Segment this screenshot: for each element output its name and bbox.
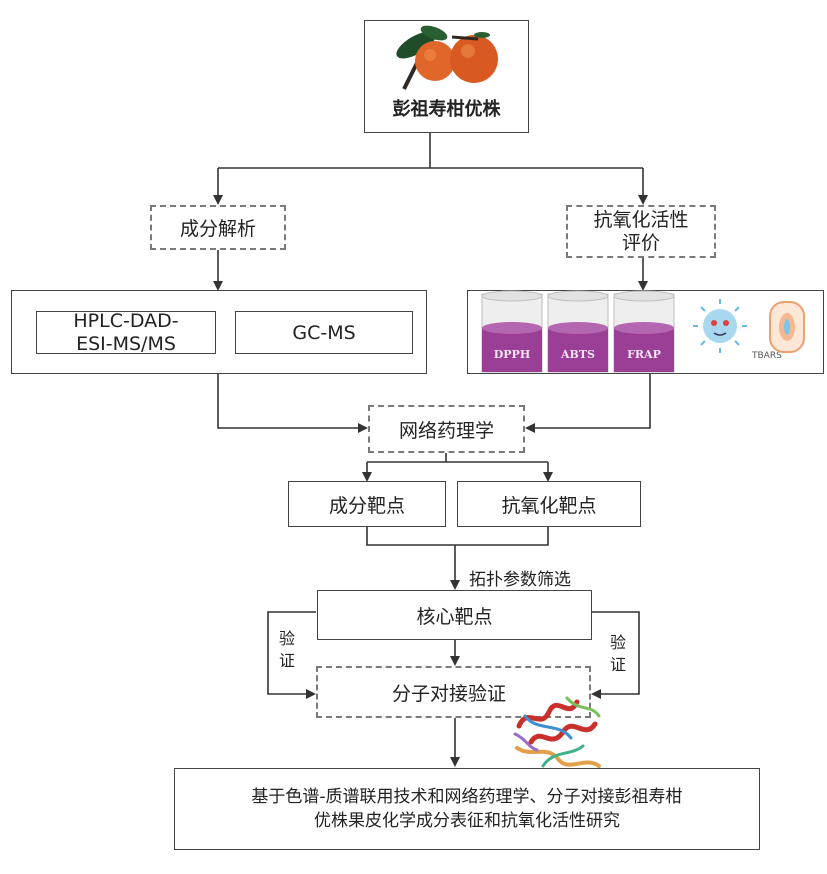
frap-label: FRAP <box>627 348 661 361</box>
tbars-virus-icon <box>693 299 747 353</box>
verify-left-label: 验 证 <box>278 629 295 670</box>
hplc-method-box: HPLC-DAD- ESI-MS/MS <box>36 311 216 354</box>
core-targets-label: 核心靶点 <box>416 605 493 628</box>
dpph-label: DPPH <box>494 348 530 361</box>
network-pharmacology-label: 网络药理学 <box>398 419 494 442</box>
component-targets-label: 成分靶点 <box>328 494 405 517</box>
component-analysis-box: 成分解析 <box>150 205 286 250</box>
source-plant-box: 彭祖寿柑优株 <box>364 20 529 133</box>
topology-screening-label: 拓扑参数筛选 <box>469 570 571 590</box>
antioxidant-evaluation-line1: 抗氧化活性 <box>593 208 689 231</box>
antioxidant-evaluation-line2: 评价 <box>621 231 660 254</box>
core-targets-box: 核心靶点 <box>317 590 592 640</box>
hplc-line1: HPLC-DAD- <box>73 311 179 332</box>
frap-beaker <box>613 290 675 373</box>
molecular-docking-box: 分子对接验证 <box>316 666 591 718</box>
molecular-docking-label: 分子对接验证 <box>392 682 507 705</box>
abts-beaker <box>547 290 609 373</box>
antioxidant-evaluation-box: 抗氧化活性 评价 <box>566 205 716 258</box>
network-pharmacology-box: 网络药理学 <box>368 405 525 453</box>
verify-right-label: 验 证 <box>609 633 626 674</box>
mandarin-fruit-image <box>395 25 498 90</box>
study-conclusion-line2: 优株果皮化学成分表征和抗氧化活性研究 <box>314 811 620 831</box>
component-analysis-label: 成分解析 <box>179 218 256 240</box>
study-conclusion-box: 基于色谱-质谱联用技术和网络药理学、分子对接彭祖寿柑 优株果皮化学成分表征和抗氧… <box>174 768 760 850</box>
abts-label: ABTS <box>560 348 595 361</box>
source-plant-title: 彭祖寿柑优株 <box>392 99 501 120</box>
study-conclusion-line1: 基于色谱-质谱联用技术和网络药理学、分子对接彭祖寿柑 <box>251 787 683 807</box>
antioxidant-targets-label: 抗氧化靶点 <box>501 494 597 517</box>
gcms-label: GC-MS <box>292 321 356 344</box>
gcms-method-box: GC-MS <box>235 311 413 354</box>
protein-ribbon-image <box>513 696 601 768</box>
dpph-beaker <box>481 290 543 373</box>
antioxidant-targets-box: 抗氧化靶点 <box>457 481 641 527</box>
tbars-label: TBARS <box>751 351 782 361</box>
cell-icon <box>769 301 805 353</box>
hplc-line2: ESI-MS/MS <box>76 332 176 354</box>
component-targets-box: 成分靶点 <box>288 481 446 527</box>
assay-illustration: DPPH ABTS FRAP TBARS <box>481 290 805 373</box>
